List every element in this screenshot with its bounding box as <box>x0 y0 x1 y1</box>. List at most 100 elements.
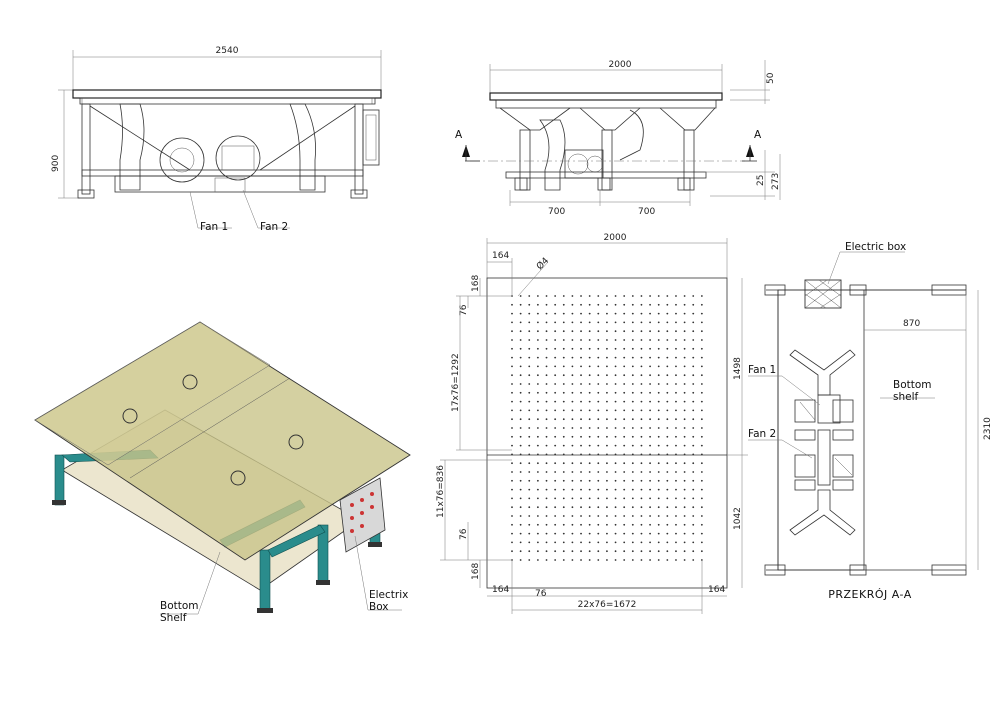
plate-hole <box>554 391 557 394</box>
plate-hole <box>528 435 531 438</box>
plate-hole <box>597 400 600 403</box>
plate-dim-164-bl: 164 <box>492 585 509 595</box>
plate-hole <box>562 488 565 491</box>
plate-hole <box>519 488 522 491</box>
plate-hole <box>657 532 660 535</box>
plate-hole <box>666 462 669 465</box>
plate-hole <box>631 453 634 456</box>
plate-hole <box>666 295 669 297</box>
plate-hole <box>545 462 548 465</box>
plate-hole <box>536 453 539 456</box>
plate-hole <box>666 374 669 377</box>
plate-hole <box>519 303 522 306</box>
plate-hole <box>545 506 548 509</box>
plate-hole <box>562 391 565 394</box>
plate-hole <box>536 365 539 368</box>
plate-hole <box>675 523 677 526</box>
plate-hole <box>631 321 634 324</box>
plate-hole <box>571 391 574 394</box>
plate-hole <box>554 471 557 473</box>
plate-hole <box>588 532 591 535</box>
plate-hole <box>597 435 600 438</box>
plate-hole <box>606 303 608 306</box>
plate-hole <box>588 497 591 500</box>
plate-hole <box>649 418 651 421</box>
plate-hole <box>554 559 557 561</box>
plate-hole <box>606 444 608 447</box>
plate-hole <box>649 374 651 377</box>
plate-hole <box>666 488 669 491</box>
plate-hole <box>511 515 513 517</box>
plate-hole <box>657 391 660 394</box>
sec-fan-blocks <box>794 394 854 491</box>
plate-hole <box>597 497 600 500</box>
plate-hole <box>649 523 651 526</box>
plate-hole <box>640 559 643 561</box>
plate-hole <box>649 303 651 306</box>
iso-holes <box>122 374 304 486</box>
plate-hole <box>700 515 703 517</box>
plate-width-dim: 2000 <box>604 233 627 243</box>
plate-hole <box>614 409 617 412</box>
plate-hole <box>675 400 677 403</box>
plate-hole <box>606 418 608 421</box>
plate-hole <box>588 400 591 403</box>
plate-hole <box>683 435 686 438</box>
plate-hole <box>519 550 522 553</box>
plate-hole <box>511 427 513 429</box>
plate-hole <box>649 497 651 500</box>
plate-hole <box>631 427 634 429</box>
plate-hole <box>683 559 686 561</box>
plate-hole <box>657 444 660 447</box>
plate-hole <box>528 550 531 553</box>
plate-hole <box>519 339 522 341</box>
plate-hole <box>623 418 626 421</box>
plate-hole <box>666 471 669 473</box>
plate-hole <box>657 506 660 509</box>
plate-hole <box>623 559 626 561</box>
plate-hole <box>606 523 608 526</box>
plate-hole <box>554 541 557 544</box>
plate-hole <box>554 515 557 517</box>
plate-hole <box>519 479 522 482</box>
plate-hole <box>536 391 539 394</box>
plate-hole <box>571 488 574 491</box>
plate-hole <box>614 391 617 394</box>
plate-hole <box>536 400 539 403</box>
plate-hole <box>606 453 608 456</box>
plate-hole <box>562 312 565 315</box>
sec-bottom-shelf-label-2: shelf <box>893 391 919 403</box>
plate-hole <box>554 374 557 377</box>
plate-hole <box>623 365 626 368</box>
plate-hole <box>554 400 557 403</box>
iso-view: Bottom Shelf Electrix Box <box>34 321 411 624</box>
plate-hole <box>545 374 548 377</box>
plate-hole <box>623 541 626 544</box>
plate-hole <box>536 330 539 333</box>
plate-hole <box>657 365 660 368</box>
plate-hole <box>528 506 531 509</box>
plate-hole <box>614 295 617 297</box>
plate-hole <box>657 479 660 482</box>
plate-hole <box>528 444 531 447</box>
plate-hole <box>623 312 626 315</box>
plate-hole <box>606 295 608 297</box>
plate-hole <box>580 391 582 394</box>
plate-hole <box>692 506 695 509</box>
plate-hole <box>692 400 695 403</box>
plate-hole <box>597 479 600 482</box>
plate-hole <box>700 506 703 509</box>
plate-hole <box>545 427 548 429</box>
plate-hole <box>571 409 574 412</box>
plate-hole <box>683 321 686 324</box>
plate-hole <box>606 330 608 333</box>
plate-hole <box>580 444 582 447</box>
plate-hole <box>614 523 617 526</box>
plate-hole <box>519 391 522 394</box>
iso-bottom-shelf-label-2: Shelf <box>160 612 187 624</box>
plate-hole <box>519 506 522 509</box>
plate-hole <box>562 506 565 509</box>
plate-hole <box>528 391 531 394</box>
plate-hole <box>649 471 651 473</box>
plate-hole <box>683 497 686 500</box>
